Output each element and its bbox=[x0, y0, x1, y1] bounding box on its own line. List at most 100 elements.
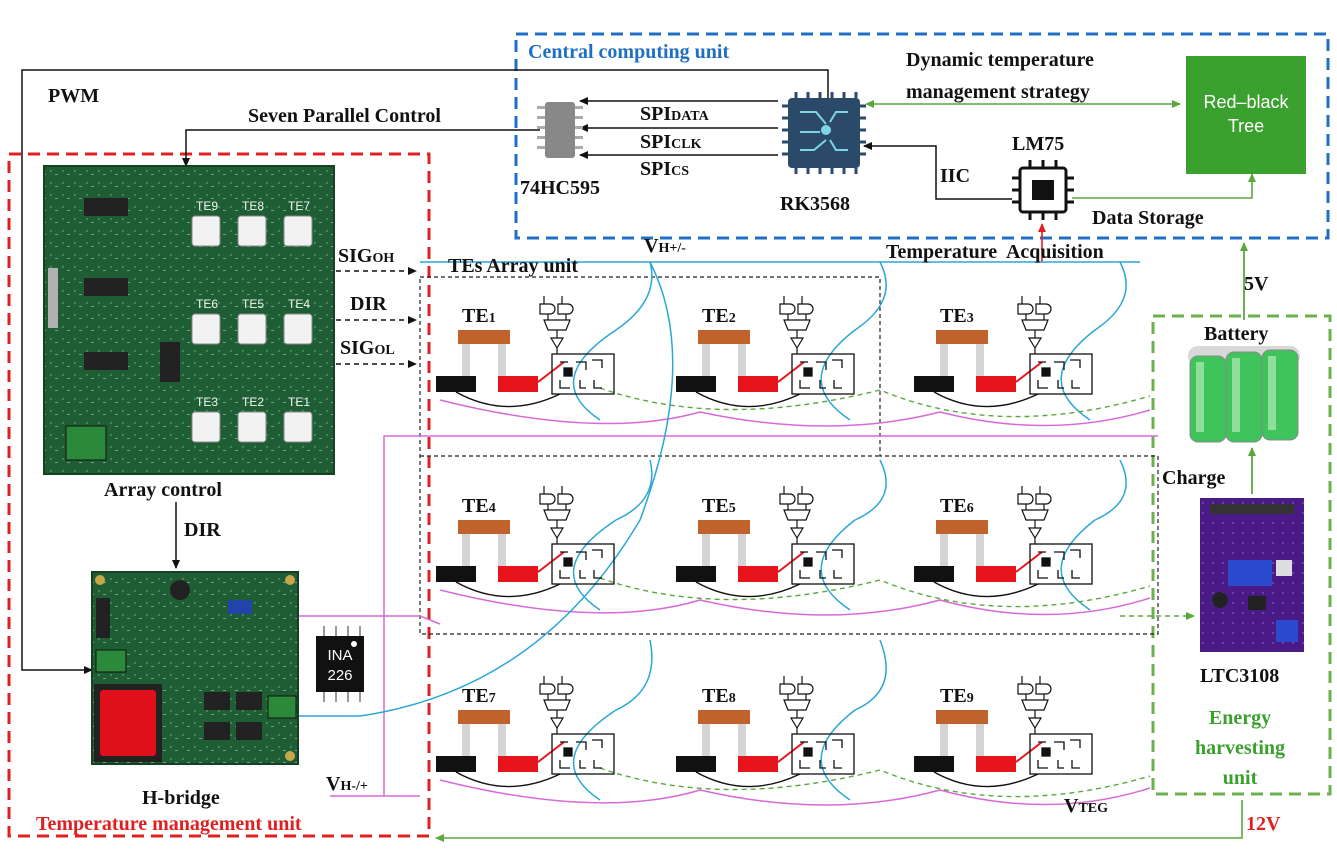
relay-body bbox=[237, 215, 267, 247]
te-module: TE1 bbox=[436, 296, 615, 408]
te-hot-terminal bbox=[498, 376, 538, 392]
board-relay-label: TE8 bbox=[242, 199, 264, 213]
battery-icon bbox=[1188, 346, 1300, 443]
te-leg bbox=[462, 534, 470, 566]
sensor-label: LM75 bbox=[1012, 133, 1064, 155]
te-leg bbox=[738, 344, 746, 376]
ltc-label: LTC3108 bbox=[1200, 665, 1279, 687]
relay-switch-icon bbox=[551, 543, 615, 585]
te-leg bbox=[738, 534, 746, 566]
logic-gate-icon bbox=[779, 296, 814, 354]
te-hot-terminal bbox=[976, 756, 1016, 772]
green-dashed-wires bbox=[599, 387, 1151, 798]
processor-icon bbox=[782, 92, 866, 174]
board-relay-label: TE7 bbox=[288, 199, 310, 213]
te-return-wire bbox=[933, 771, 1039, 788]
te-module: TE2 bbox=[676, 296, 855, 408]
te-leg bbox=[976, 724, 984, 756]
te-red-wire bbox=[1015, 361, 1043, 383]
shift-register-chip-icon bbox=[537, 102, 583, 158]
tree-line-2: Tree bbox=[1228, 116, 1264, 136]
te-cold-terminal bbox=[914, 376, 954, 392]
te-hot-terminal bbox=[738, 376, 778, 392]
vh-plus-minus-label: VH+/- bbox=[644, 235, 686, 257]
battery-label: Battery bbox=[1204, 323, 1268, 345]
te-module: TE6 bbox=[914, 486, 1093, 598]
processor-label: RK3568 bbox=[780, 193, 850, 215]
board-relay: TE4 bbox=[283, 297, 313, 345]
data-storage-wire bbox=[1072, 173, 1256, 199]
te-label: TE6 bbox=[940, 495, 974, 517]
pwm-wire bbox=[21, 69, 829, 674]
te-leg bbox=[976, 534, 984, 566]
te-leg bbox=[462, 724, 470, 756]
tree-line-1: Red–black bbox=[1203, 92, 1289, 112]
te-hot-plate bbox=[458, 330, 510, 344]
te-hot-plate bbox=[698, 520, 750, 534]
relay-body bbox=[191, 313, 221, 345]
te-leg bbox=[702, 344, 710, 376]
te-hot-terminal bbox=[498, 566, 538, 582]
te-cold-terminal bbox=[436, 756, 476, 772]
board-relay: TE5 bbox=[237, 297, 267, 345]
board-relay-label: TE9 bbox=[196, 199, 218, 213]
board-relay: TE6 bbox=[191, 297, 221, 345]
cyan-wires bbox=[298, 261, 1140, 801]
relay-switch-icon bbox=[551, 353, 615, 395]
charge-label: Charge bbox=[1162, 467, 1225, 489]
relay-body bbox=[237, 411, 267, 443]
te-cold-terminal bbox=[676, 566, 716, 582]
board-relay-label: TE6 bbox=[196, 297, 218, 311]
te-cold-terminal bbox=[436, 376, 476, 392]
te-label: TE1 bbox=[462, 305, 496, 327]
te-return-wire bbox=[933, 581, 1039, 598]
sig-ol-label: SIGOL bbox=[340, 337, 395, 359]
te-module: TE4 bbox=[436, 486, 615, 598]
dir-label-left: DIR bbox=[184, 519, 221, 541]
logic-gate-icon bbox=[1017, 676, 1052, 734]
relay-body bbox=[191, 215, 221, 247]
te-hot-terminal bbox=[976, 376, 1016, 392]
board-relay: TE9 bbox=[191, 199, 221, 247]
chip-595-label: 74HC595 bbox=[520, 177, 600, 199]
energy-title-3: unit bbox=[1223, 767, 1258, 789]
pink-wires bbox=[298, 399, 1158, 806]
te-leg bbox=[498, 344, 506, 376]
logic-gate-icon bbox=[779, 676, 814, 734]
te-hot-plate bbox=[936, 330, 988, 344]
te-return-wire bbox=[455, 391, 561, 408]
te-red-wire bbox=[1015, 551, 1043, 573]
board-relay-label: TE1 bbox=[288, 395, 310, 409]
te-leg bbox=[462, 344, 470, 376]
five-v-label: 5V bbox=[1244, 273, 1269, 295]
te-hot-plate bbox=[698, 710, 750, 724]
dir-label-array: DIR bbox=[350, 293, 387, 315]
te-label: TE7 bbox=[462, 685, 496, 707]
twelve-v-label: 12V bbox=[1246, 813, 1281, 835]
spi-data-label: SPIDATA bbox=[640, 103, 710, 125]
te-red-wire bbox=[1015, 741, 1043, 763]
te-red-wire bbox=[777, 741, 805, 763]
logic-gate-icon bbox=[779, 486, 814, 544]
board-relay-label: TE3 bbox=[196, 395, 218, 409]
vteg-label: VTEG bbox=[1064, 795, 1108, 817]
board-relay-label: TE5 bbox=[242, 297, 264, 311]
te-hot-plate bbox=[458, 520, 510, 534]
board-relay-label: TE4 bbox=[288, 297, 310, 311]
hbridge-label: H-bridge bbox=[142, 787, 220, 809]
red-black-tree-box bbox=[1186, 56, 1306, 174]
te-red-wire bbox=[537, 361, 565, 383]
te-hot-terminal bbox=[738, 566, 778, 582]
te-leg bbox=[738, 724, 746, 756]
temp-acquisition-label: Temperature Acquisition bbox=[886, 241, 1104, 263]
relay-body bbox=[283, 215, 313, 247]
te-red-wire bbox=[537, 551, 565, 573]
te-leg bbox=[498, 534, 506, 566]
central-unit-title: Central computing unit bbox=[528, 41, 729, 63]
te-leg bbox=[702, 724, 710, 756]
logic-gate-icon bbox=[539, 676, 574, 734]
te-module: TE9 bbox=[914, 676, 1093, 788]
te-label: TE9 bbox=[940, 685, 974, 707]
te-label: TE4 bbox=[462, 495, 496, 517]
relay-switch-icon bbox=[551, 733, 615, 775]
